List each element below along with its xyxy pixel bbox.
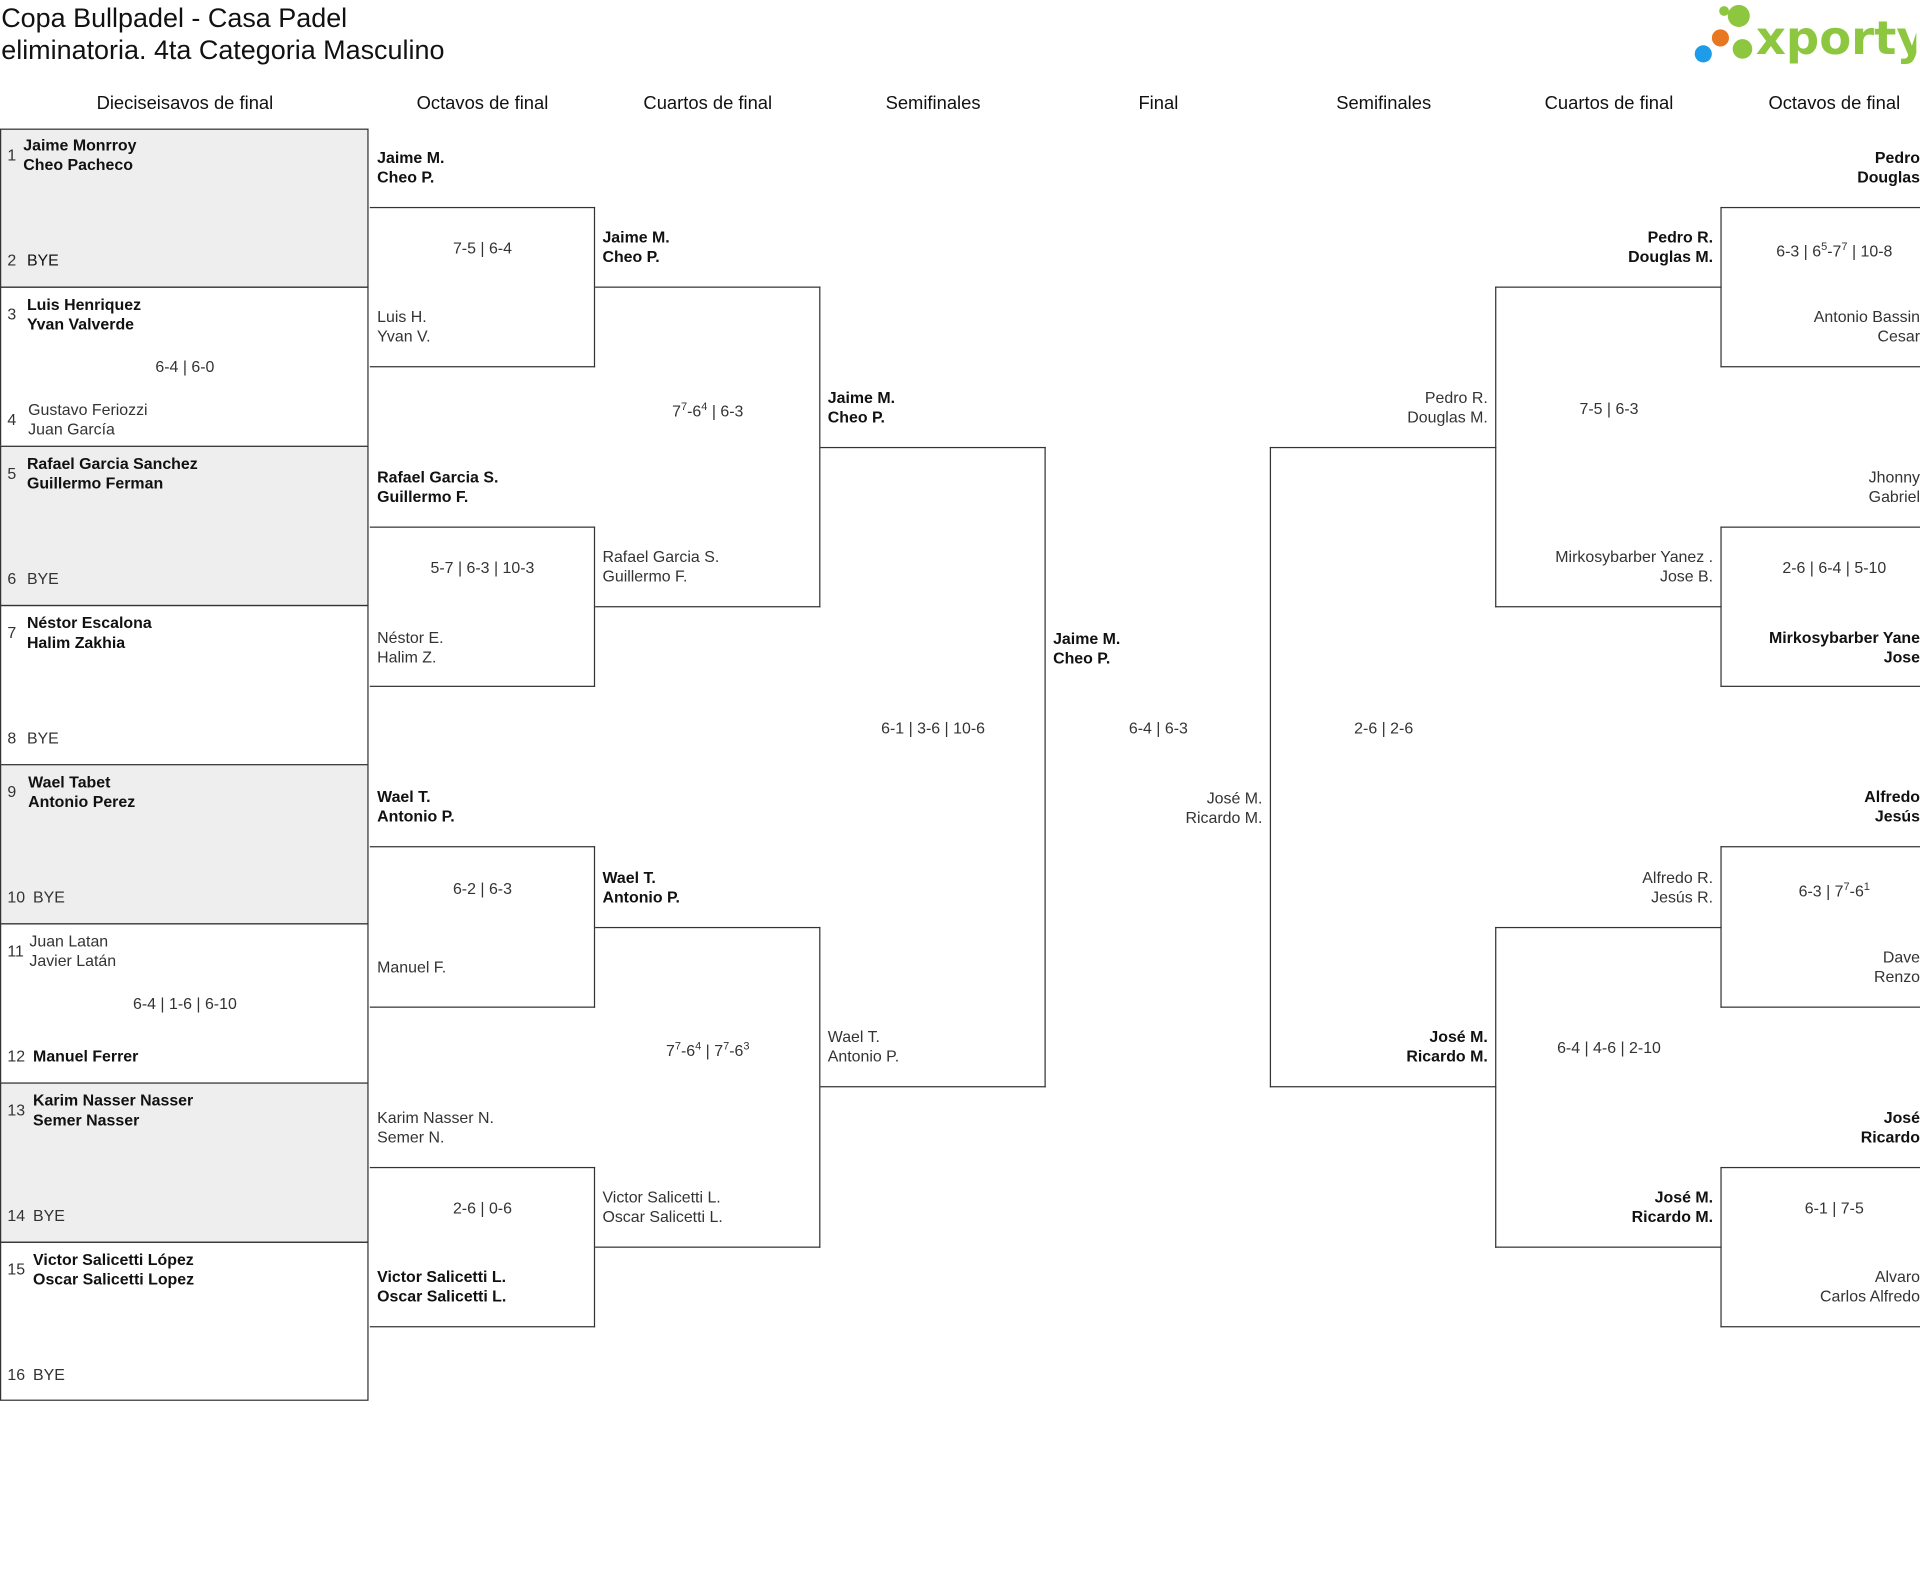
team-entry: José M.Ricardo M.	[1631, 1187, 1714, 1226]
round-heading-qf: Cuartos de final	[643, 93, 773, 114]
seed-number: 1	[7, 145, 17, 165]
team-entry: Manuel F.	[377, 957, 447, 976]
match-score: 6-1 | 3-6 | 10-6	[881, 718, 985, 738]
team-entry: Alfredo R.Jesús R.	[1642, 868, 1714, 906]
match-score: 2-6 | 6-4 | 5-10	[1782, 558, 1887, 577]
seed-number: 14	[7, 1206, 26, 1225]
seed-number: 6	[7, 569, 17, 588]
match-score: 7-5 | 6-3	[1579, 399, 1639, 418]
team-entry: BYE	[33, 1206, 65, 1225]
seed-cell-8	[0, 1241, 369, 1401]
team-entry: BYE	[33, 1365, 65, 1384]
finalist-entry: José M.Ricardo M.	[1185, 788, 1263, 826]
match-score: 77-64 | 6-3	[672, 400, 744, 421]
team-entry: Mirkosybarber Yanez .Jose B.	[1555, 547, 1714, 585]
tournament-title: Copa Bullpadel - Casa Padel	[1, 2, 348, 34]
team-entry: Jaime M.Cheo P.	[827, 388, 896, 426]
team-entry: Luis H.Yvan V.	[377, 307, 431, 345]
seed-number: 16	[7, 1365, 26, 1384]
team-entry: José M.Ricardo M.	[1406, 1027, 1488, 1065]
team-entry: Rafael Garcia S.Guillermo F.	[377, 467, 499, 506]
seed-number: 3	[7, 304, 17, 324]
seed-number: 13	[7, 1100, 26, 1120]
round-heading-final: Final	[1138, 93, 1179, 114]
match-score: 6-2 | 6-3	[452, 879, 512, 898]
match-score: 6-4 | 6-0	[155, 357, 215, 376]
match-score: 6-3 | 65-77 | 10-8	[1776, 240, 1893, 260]
champion-entry: Jaime M.Cheo P.	[1053, 629, 1121, 667]
seed-number: 7	[7, 623, 17, 642]
team-entry: BYE	[26, 251, 59, 270]
match-score: 2-6 | 2-6	[1354, 718, 1414, 738]
seed-number: 15	[7, 1260, 26, 1279]
team-entry: Wael T.Antonio P.	[827, 1027, 900, 1065]
team-entry: Jaime M.Cheo P.	[377, 148, 445, 186]
seed-number: 5	[7, 464, 17, 483]
team-entry: Victor Salicetti L.Oscar Salicetti L.	[377, 1267, 507, 1305]
seed-number: 2	[7, 251, 17, 270]
seed-number: 4	[7, 410, 17, 429]
final-score: 6-4 | 6-3	[1128, 718, 1188, 738]
team-entry: Pedro R.Douglas M.	[1407, 388, 1488, 426]
match-score: 77-64 | 77-63	[665, 1039, 750, 1060]
match-score: 2-6 | 0-6	[452, 1198, 512, 1218]
seed-number: 10	[7, 887, 26, 907]
match-score: 6-4 | 1-6 | 6-10	[132, 994, 237, 1013]
team-entry: Manuel Ferrer	[33, 1046, 139, 1066]
match-score: 5-7 | 6-3 | 10-3	[430, 558, 535, 577]
team-entry: Rafael Garcia S.Guillermo F.	[602, 547, 720, 585]
match-score: 7-5 | 6-4	[452, 238, 512, 258]
team-entry: Jaime M.Cheo P.	[602, 227, 670, 266]
seed-number: 9	[7, 782, 17, 801]
xporty-logo: xporty	[1694, 4, 1916, 65]
match-score: 6-3 | 77-61	[1798, 880, 1870, 901]
round-heading-sf-right: Semifinales	[1336, 93, 1432, 114]
team-entry: Pedro R.Douglas M.	[1628, 227, 1714, 266]
round-heading-r32: Dieciseisavos de final	[96, 93, 274, 114]
round-heading-sf: Semifinales	[885, 93, 981, 114]
team-entry: Néstor E.Halim Z.	[377, 628, 444, 666]
team-entry: Karim Nasser N.Semer N.	[377, 1108, 494, 1146]
round-heading-r16: Octavos de final	[416, 93, 549, 114]
seed-cell-3	[0, 445, 369, 607]
svg-text:xporty: xporty	[1756, 11, 1916, 65]
round-heading-r16-right: Octavos de final	[1768, 93, 1901, 114]
seed-number: 12	[7, 1046, 26, 1066]
team-entry: BYE	[33, 887, 65, 907]
team-entry: Wael T.Antonio P.	[602, 868, 680, 906]
seed-cell-1	[0, 128, 369, 288]
match-score: 6-4 | 4-6 | 2-10	[1557, 1038, 1661, 1057]
seed-number: 8	[7, 728, 17, 747]
seed-cell-5	[0, 764, 369, 925]
tournament-subtitle: eliminatoria. 4ta Categoria Masculino	[1, 34, 445, 65]
team-entry: Wael T.Antonio P.	[377, 787, 455, 825]
seed-number: 11	[7, 941, 24, 961]
team-entry: Victor Salicetti L.Oscar Salicetti L.	[602, 1187, 723, 1226]
seed-cell-7	[0, 1082, 369, 1243]
team-entry: BYE	[26, 728, 59, 747]
team-entry: BYE	[26, 569, 59, 588]
match-score: 6-1 | 7-5	[1804, 1198, 1864, 1218]
round-heading-qf-right: Cuartos de final	[1544, 93, 1674, 114]
